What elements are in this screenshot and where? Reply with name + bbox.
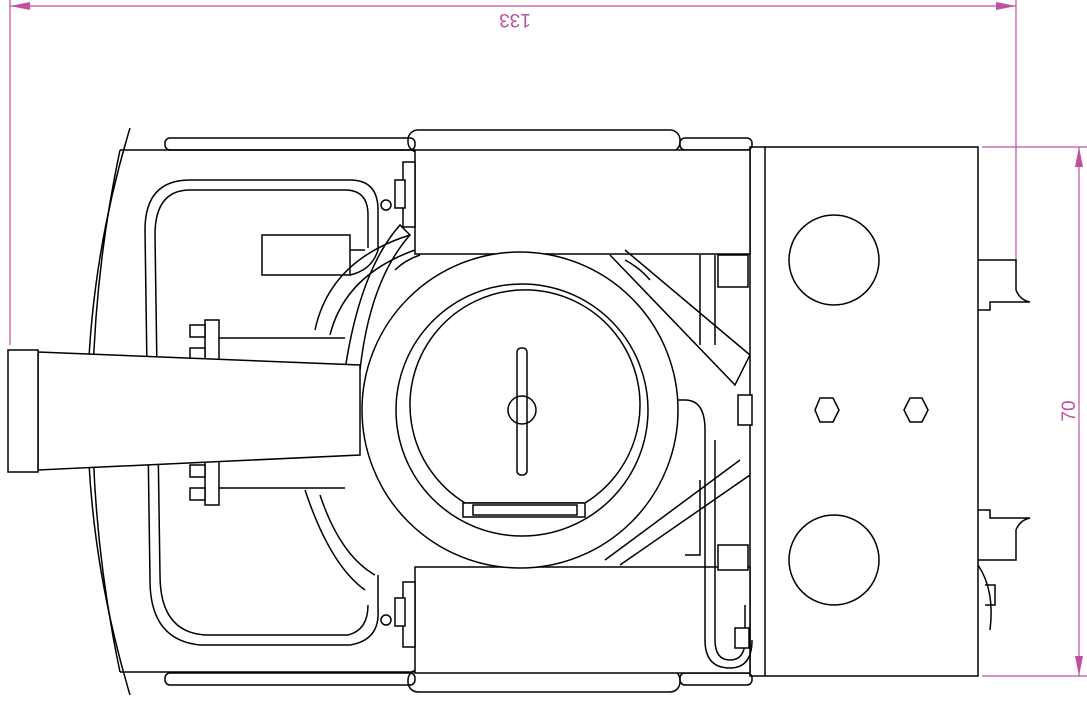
cylinder-block [7, 319, 361, 506]
front-frame [86, 127, 415, 696]
width-arrow-bottom [1075, 656, 1083, 676]
steam-dome [361, 251, 679, 569]
hex-nut-right [903, 397, 929, 423]
pipework [304, 223, 753, 669]
filler-cap-bottom [788, 514, 880, 606]
filler-cap-top [788, 214, 880, 306]
front-chimney-tube [37, 351, 361, 471]
rear-bracket-bottom [978, 509, 1031, 561]
dome-inner-lid [409, 289, 641, 504]
front-chimney-cap [7, 349, 39, 473]
width-dimension-label: 70 [1059, 400, 1080, 421]
side-tanks [164, 129, 753, 693]
length-arrow-right [996, 2, 1016, 10]
width-arrow-top [1075, 147, 1083, 167]
rear-bracket-top [978, 259, 1031, 311]
length-dimension-label: 133 [499, 9, 531, 30]
dome-inner-ring [395, 283, 649, 537]
hex-nut-left [814, 397, 840, 423]
rear-block [749, 146, 1031, 677]
cab-box [261, 234, 351, 276]
length-arrow-left [10, 2, 30, 10]
dimension-lines: 133 70 [9, 0, 1087, 677]
dome-handle [516, 347, 528, 476]
